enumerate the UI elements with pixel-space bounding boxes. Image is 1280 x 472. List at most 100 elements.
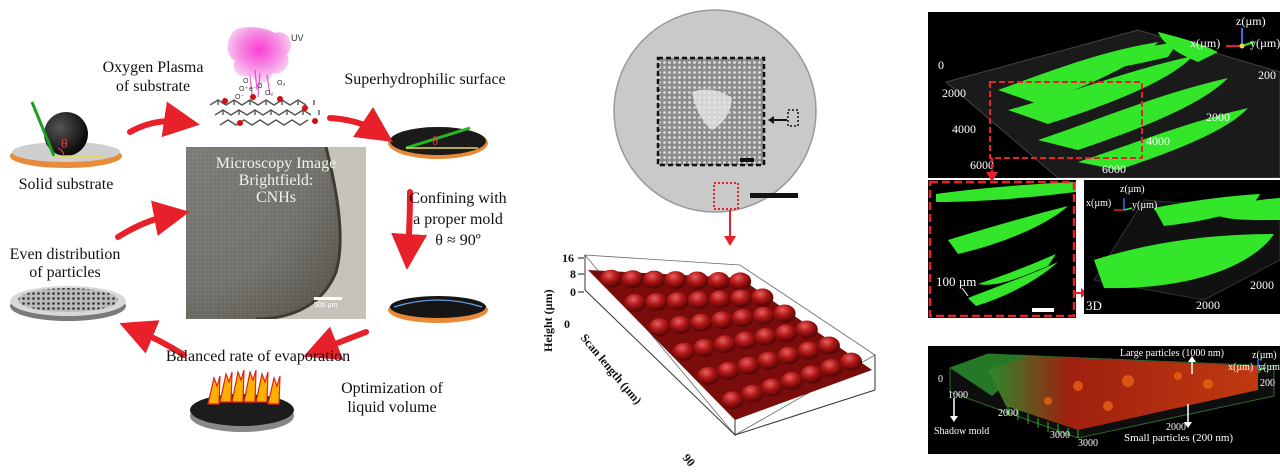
label-even-distribution: Even distribution of particles (9, 246, 121, 281)
3d-label-2000-b: 2000 (1196, 298, 1220, 312)
microscopy-texture (186, 147, 366, 319)
bottom-axis-y: y(µm) (1258, 362, 1280, 373)
surface-bump (721, 391, 744, 410)
surface-bump (666, 292, 689, 311)
theta-label-left: θ (61, 137, 68, 152)
label-shadow-mold: Shadow mold (934, 426, 990, 437)
bottom-label-2000: 2000 (998, 408, 1018, 419)
surface-bump (621, 270, 644, 289)
surface-bump (752, 306, 775, 325)
surface-bump (800, 365, 823, 384)
surface-bump (686, 271, 709, 290)
arrow-hydrophilic-to-confining (391, 189, 428, 270)
surface-bump (673, 342, 695, 361)
surface-bump (707, 272, 730, 290)
svg-text:O₃: O₃ (277, 80, 285, 87)
label-small-particles: Small particles (200 nm) (1124, 432, 1234, 444)
surface-bump (840, 352, 863, 371)
confined-mold-illustration (388, 296, 488, 323)
surface-bump (731, 309, 754, 328)
surface-bump (795, 320, 818, 339)
surface-bump (669, 316, 692, 334)
arrow-evaporation-to-distribution (119, 320, 187, 358)
confocal-panel-particles: Large particles (1000 nm) Small particle… (928, 346, 1280, 454)
surface-bump (757, 351, 780, 370)
top-axis-z: z(µm) (1236, 14, 1266, 28)
xtick-90: 90 (680, 451, 698, 468)
zoom-arrow (986, 158, 998, 182)
surface-bump (777, 346, 800, 365)
surface-bump (624, 294, 647, 312)
bottom-axis-z: z(µm) (1252, 350, 1277, 361)
top-label-2000-b: 2000 (1206, 110, 1230, 124)
surface-bump (737, 356, 760, 375)
top-label-4000-b: 4000 (1146, 134, 1170, 148)
zoom-scale-label: 100 µm (936, 274, 977, 289)
xtick-0: 0 (564, 317, 570, 331)
label-large-particles: Large particles (1000 nm) (1120, 348, 1224, 359)
surface-bump (797, 341, 820, 360)
arrow-distribution-to-microscopy (115, 200, 190, 240)
confocal-panel-zoom: 100 µm (928, 180, 1076, 318)
bottom-label-1000: 1000 (948, 390, 968, 401)
axis-triad (1226, 28, 1255, 49)
plasma-graphene-illustration: UV O O₃ O O₂ O⁺ e⁻ O⁻ (209, 27, 320, 126)
arrow-substrate-to-plasma (127, 101, 200, 138)
droplet-top-view (613, 9, 817, 213)
surface-bump (751, 288, 774, 307)
top-label-6000-a: 6000 (970, 158, 994, 172)
surface-bump (734, 331, 757, 350)
x-axis-label: Scan length (µm) (578, 331, 645, 407)
ytick-0: 0 (570, 285, 576, 299)
surface-bump (645, 293, 668, 312)
confocal-top-render (944, 28, 1280, 178)
top-label-4000: 4000 (952, 122, 976, 136)
label-superhydrophilic: Superhydrophilic surface (344, 71, 506, 88)
surface-bump (690, 313, 713, 332)
red-region-marker (713, 182, 739, 210)
graphene-sheet (209, 99, 320, 126)
surface-bump (780, 371, 803, 390)
bottom-label-2000-b: 2000 (1166, 422, 1186, 433)
top-axis-y: y(µm) (1250, 36, 1280, 50)
microscopy-title: Microscopy Image Brightfield: CNHs (215, 155, 337, 206)
top-label-6000-b: 6000 (1102, 162, 1126, 176)
bottom-label-0: 0 (938, 374, 943, 385)
arrow-plasma-to-hydrophilic (327, 107, 393, 142)
3d-label-2000-a: 2000 (1250, 278, 1274, 292)
microscopy-image: Microscopy Image Brightfield: CNHs 500 µ… (186, 147, 366, 319)
theta-label-right: θ (432, 133, 438, 148)
surface-bumps (600, 269, 863, 410)
surface-bump (717, 361, 740, 380)
label-confining: Confining with a proper mold θ ≈ 90º (409, 190, 507, 249)
red-arrow-down (724, 210, 736, 246)
top-axis-x: x(µm) (1190, 36, 1221, 50)
solid-substrate-illustration: θ (10, 101, 122, 168)
top-label-0: 0 (938, 58, 944, 72)
surface-bump (711, 311, 734, 330)
3d-tag: 3D (1086, 298, 1102, 313)
svg-text:O⁻: O⁻ (235, 94, 244, 101)
svg-text:O: O (257, 83, 263, 90)
surface-bump (775, 324, 798, 343)
superhydrophilic-illustration: θ (388, 126, 488, 159)
top-label-2000: 2000 (942, 86, 966, 100)
surface-bump (600, 269, 622, 288)
confocal-panel-3d: z(µm) x(µm) y(µm) 2000 2000 3D (1084, 180, 1280, 314)
confocal-particles-render (949, 353, 1275, 439)
surface-bump (820, 359, 843, 377)
confocal-zoom-render (928, 180, 1076, 318)
svg-text:e⁻: e⁻ (249, 86, 257, 93)
bottom-axis-x: x(µm) (1228, 362, 1254, 373)
label-oxygen-plasma: Oxygen Plasma of substrate (102, 59, 204, 95)
bottom-label-3000-b: 3000 (1078, 438, 1098, 449)
svg-text:O₂: O₂ (265, 90, 273, 97)
surface-bump (773, 304, 796, 323)
ytick-16: 16 (562, 251, 574, 265)
plasma-cloud (227, 27, 291, 83)
top-label-200: 200 (1258, 68, 1276, 82)
surface-bump (648, 318, 671, 337)
arrow-confining-to-evaporation (303, 326, 369, 361)
svg-text:O: O (243, 78, 249, 85)
bottom-label-200: 200 (1260, 378, 1275, 389)
